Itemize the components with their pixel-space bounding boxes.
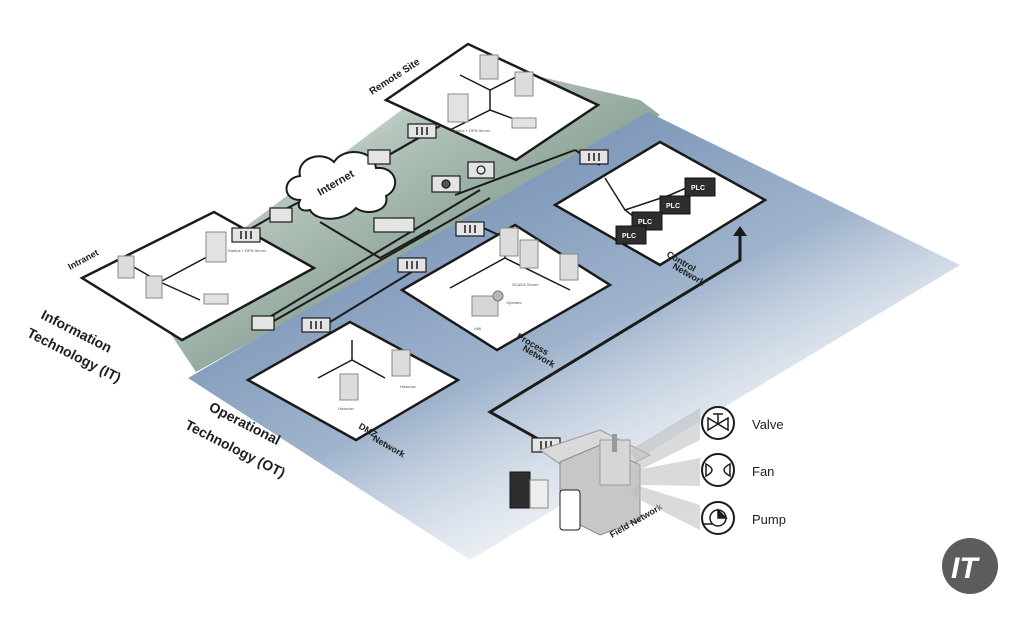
ot-zone [188,112,960,560]
remote-site-network: Radius + DPN Server [383,42,601,162]
plc-4: PLC [615,225,647,245]
field-network-plant [509,429,652,536]
intranet-server-label: Radius + DPN Server [228,248,267,253]
router-2 [269,207,293,223]
valve-icon [707,413,729,432]
vpn-gateway [373,217,415,233]
fan-icon [705,462,731,478]
hmi-label: HMI [474,326,481,331]
scada-server-label: SCADA Server [512,282,539,287]
historian-1-label: Historian [338,406,354,411]
firewall-process-1 [397,257,427,273]
plc-2-label: PLC [666,203,680,210]
valve-device: Valve [701,406,784,440]
intranet-label: Intranet [66,247,100,271]
firewall-control [579,149,609,165]
historian-2-label: Historian [400,384,416,389]
router-3 [251,315,275,331]
firewalls [231,123,609,453]
pump-icon [704,508,728,527]
router-1 [367,149,391,165]
control-network: PLC PLC PLC PLC [552,140,768,267]
valve-label: Valve [752,417,784,432]
device-beams [630,408,700,530]
plc-2: PLC [659,195,691,215]
plc-3-label: PLC [638,219,652,226]
it-zone-label: Information Technology (IT) [25,306,124,385]
firewall-dmz [301,317,331,333]
hub-1 [431,175,461,193]
logo-text: IT [951,552,980,585]
firewall-intranet [231,227,261,243]
pump-device: Pump [701,501,786,535]
dmz-network: Historian Historian [245,320,461,442]
remote-server-label: Radius + DPN Server [452,128,491,133]
it-logo: IT [942,538,998,594]
arrow-head [733,226,747,236]
fan-device: Fan [701,453,774,487]
network-links [244,125,742,442]
hub-2 [467,161,495,179]
pump-label: Pump [752,512,786,527]
firewall-process-2 [455,221,485,237]
process-network: SCADA Server Operator HMI [399,223,613,352]
intranet-network: Radius + DPN Server [79,210,317,342]
fan-label: Fan [752,464,774,479]
plc-1: PLC [684,177,716,197]
internet-cloud: Internet [285,150,397,220]
plc-4-label: PLC [622,233,636,240]
firewall-remote [407,123,437,139]
operator-label: Operator [506,300,522,305]
plc-1-label: PLC [691,185,705,192]
